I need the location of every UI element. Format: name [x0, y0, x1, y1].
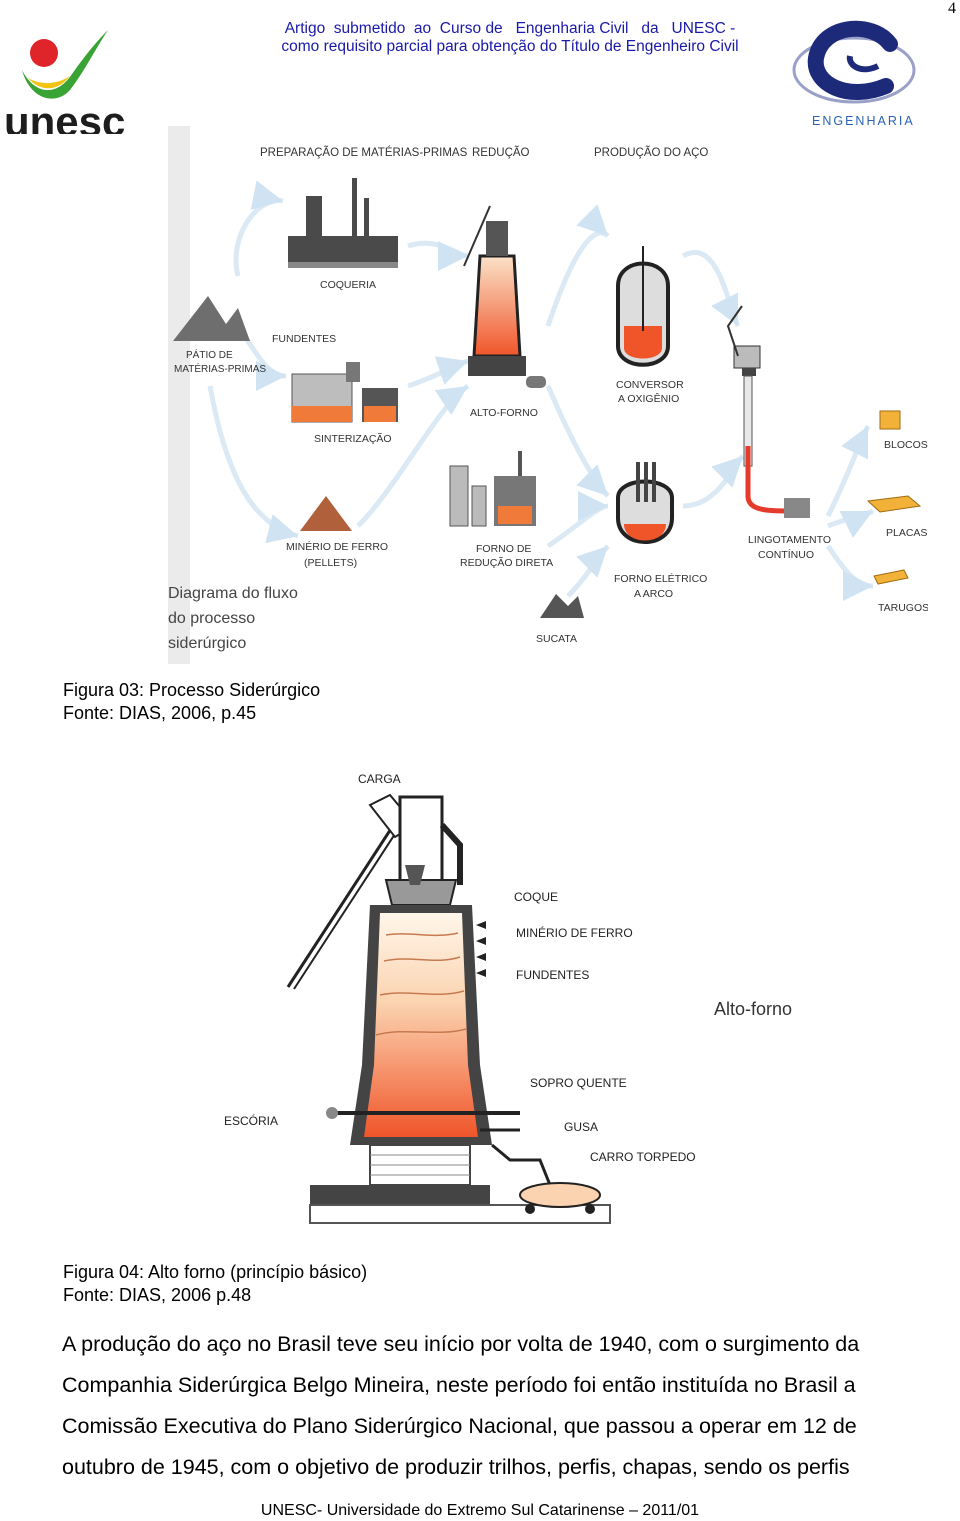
label-escoria: ESCÓRIA: [224, 1113, 278, 1128]
label-alto-forno: ALTO-FORNO: [470, 407, 538, 419]
label-side-2: do processo: [168, 610, 255, 627]
unesc-logo-text: unesc: [4, 98, 125, 134]
label-placas: PLACAS: [886, 527, 927, 539]
engenharia-logo-text: ENGENHARIA: [812, 114, 915, 128]
label-blocos: BLOCOS: [884, 439, 928, 451]
figure-alto-forno: CARGA COQUE MINÉRIO DE FERRO FUNDENTES S…: [210, 765, 820, 1230]
paragraph-line-1: A produção do aço no Brasil teve seu iní…: [62, 1332, 860, 1356]
label-carga: CARGA: [358, 772, 401, 786]
figure2-caption: Figura 04: Alto forno (princípio básico)…: [63, 1261, 367, 1307]
label-gusa: GUSA: [564, 1120, 598, 1134]
label-patio-2: MATÉRIAS-PRIMAS: [174, 362, 266, 375]
label-forno-reducao-1: FORNO DE: [476, 543, 531, 555]
figure1-caption-title: Figura 03: Processo Siderúrgico: [63, 680, 321, 700]
label-minerio-1: MINÉRIO DE FERRO: [286, 540, 388, 553]
paragraph-line-2: Companhia Siderúrgica Belgo Mineira, nes…: [62, 1373, 856, 1397]
header-line-1: Artigo submetido ao Curso de Engenharia …: [284, 20, 736, 37]
footer: UNESC- Universidade do Extremo Sul Catar…: [260, 1502, 700, 1519]
label-minerio-2: (PELLETS): [304, 557, 357, 569]
header-line-2: como requisito parcial para obtenção do …: [281, 38, 739, 55]
figure2-caption-title: Figura 04: Alto forno (princípio básico): [63, 1262, 368, 1282]
label-sucata: SUCATA: [536, 633, 577, 645]
label-coque: COQUE: [514, 890, 558, 904]
label-producao: PRODUÇÃO DO AÇO: [594, 146, 708, 159]
label-conversor-1: CONVERSOR: [616, 379, 684, 391]
body-paragraph: A produção do aço no Brasil teve seu iní…: [62, 1324, 958, 1488]
figure1-caption: Figura 03: Processo Siderúrgico Fonte: D…: [63, 679, 320, 725]
label-coqueria: COQUERIA: [320, 279, 376, 291]
label-preparacao: PREPARAÇÃO DE MATÉRIAS-PRIMAS: [260, 146, 468, 159]
label-reducao: REDUÇÃO: [472, 146, 530, 159]
label-side-1: Diagrama do fluxo: [168, 585, 298, 602]
page-number: 4: [948, 0, 956, 17]
paragraph-line-4: outubro de 1945, com o objetivo de produ…: [62, 1455, 850, 1479]
label-fundentes-2: FUNDENTES: [516, 968, 589, 982]
figure-processo-siderurgico: PREPARAÇÃO DE MATÉRIAS-PRIMAS REDUÇÃO PR…: [168, 126, 929, 664]
label-patio-1: PÁTIO DE: [186, 348, 233, 361]
header: Artigo submetido ao Curso de Engenharia …: [240, 20, 780, 56]
figure2-caption-source: Fonte: DIAS, 2006 p.48: [63, 1285, 252, 1305]
label-tarugos: TARUGOS: [878, 602, 928, 614]
label-conversor-2: A OXIGÊNIO: [618, 392, 679, 405]
label-lingotamento-2: CONTÍNUO: [758, 548, 814, 561]
label-forno-reducao-2: REDUÇÃO DIRETA: [460, 556, 553, 569]
label-alto-forno-title: Alto-forno: [714, 999, 792, 1019]
label-forno-eletrico-1: FORNO ELÉTRICO: [614, 572, 707, 585]
paragraph-line-3: Comissão Executiva do Plano Siderúrgico …: [62, 1414, 857, 1438]
unesc-logo: unesc: [0, 14, 130, 145]
label-side-3: siderúrgico: [168, 635, 246, 652]
label-sinterizacao: SINTERIZAÇÃO: [314, 432, 392, 445]
label-sopro: SOPRO QUENTE: [530, 1076, 627, 1090]
figure1-caption-source: Fonte: DIAS, 2006, p.45: [63, 703, 257, 723]
label-carro: CARRO TORPEDO: [590, 1150, 696, 1164]
label-lingotamento-1: LINGOTAMENTO: [748, 534, 831, 546]
engenharia-logo: ENGENHARIA: [792, 14, 922, 132]
label-forno-eletrico-2: A ARCO: [634, 588, 673, 600]
label-fundentes: FUNDENTES: [272, 333, 336, 345]
label-minerio: MINÉRIO DE FERRO: [516, 925, 633, 940]
